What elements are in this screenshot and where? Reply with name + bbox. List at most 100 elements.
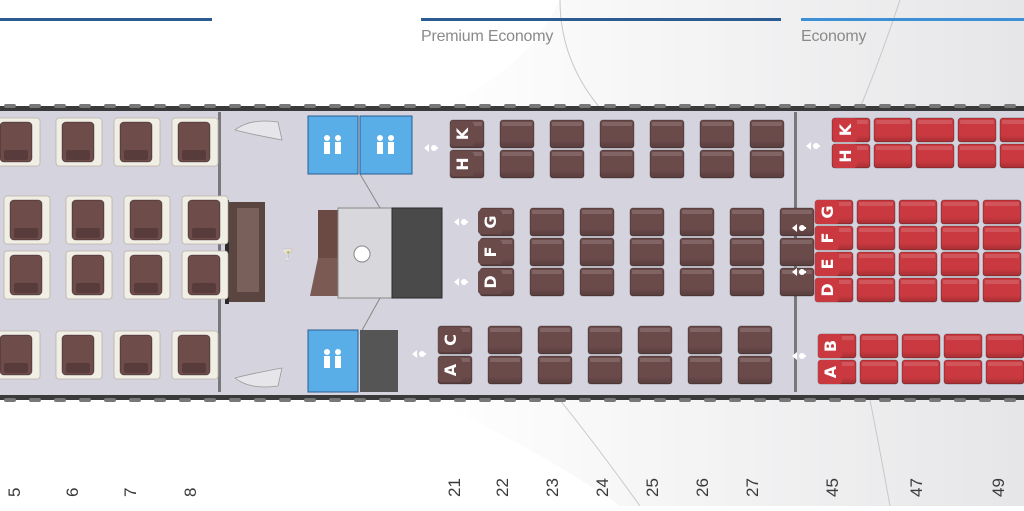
economy-seat[interactable] xyxy=(985,359,1024,385)
premium-seat[interactable] xyxy=(629,207,665,237)
premium-seat[interactable] xyxy=(779,267,815,297)
economy-seat[interactable] xyxy=(982,225,1022,251)
premium-seat[interactable] xyxy=(699,149,735,179)
business-pod[interactable] xyxy=(123,195,171,245)
business-pod[interactable] xyxy=(0,117,41,167)
economy-seat[interactable] xyxy=(873,143,913,169)
premium-seat[interactable] xyxy=(529,267,565,297)
economy-seat[interactable] xyxy=(982,277,1022,303)
cabin-label-economy: Economy xyxy=(801,28,867,45)
premium-seat[interactable] xyxy=(579,267,615,297)
premium-seat[interactable] xyxy=(729,267,765,297)
business-pod[interactable] xyxy=(113,117,161,167)
economy-seat[interactable] xyxy=(873,117,913,143)
premium-seat[interactable] xyxy=(687,325,723,355)
premium-seat[interactable] xyxy=(729,207,765,237)
business-pod[interactable] xyxy=(65,195,113,245)
economy-seat[interactable] xyxy=(859,359,899,385)
premium-seat[interactable] xyxy=(679,267,715,297)
premium-seat[interactable] xyxy=(779,237,815,267)
economy-seat[interactable] xyxy=(856,199,896,225)
business-pod[interactable] xyxy=(3,195,51,245)
premium-seat[interactable] xyxy=(699,119,735,149)
premium-seat[interactable] xyxy=(679,207,715,237)
business-pod[interactable] xyxy=(181,250,229,300)
economy-seat[interactable] xyxy=(982,251,1022,277)
economy-seat[interactable] xyxy=(999,117,1024,143)
economy-seat[interactable] xyxy=(915,143,955,169)
premium-seat[interactable] xyxy=(749,119,785,149)
economy-seat[interactable] xyxy=(957,117,997,143)
premium-seat[interactable] xyxy=(499,149,535,179)
premium-seat[interactable] xyxy=(587,355,623,385)
business-pod[interactable] xyxy=(171,330,219,380)
premium-seat[interactable] xyxy=(637,325,673,355)
economy-seat[interactable] xyxy=(940,251,980,277)
economy-seat[interactable] xyxy=(943,333,983,359)
business-pod[interactable] xyxy=(171,117,219,167)
premium-seat[interactable] xyxy=(487,325,523,355)
business-pod[interactable] xyxy=(123,250,171,300)
business-pod[interactable] xyxy=(113,330,161,380)
premium-seat[interactable] xyxy=(579,237,615,267)
premium-seat[interactable] xyxy=(499,119,535,149)
svg-text:H: H xyxy=(453,157,472,170)
lavatory-3[interactable] xyxy=(307,329,359,393)
premium-seat[interactable] xyxy=(687,355,723,385)
premium-seat[interactable] xyxy=(487,355,523,385)
premium-seat[interactable] xyxy=(737,355,773,385)
premium-seat[interactable] xyxy=(729,237,765,267)
window xyxy=(254,104,266,108)
business-pod[interactable] xyxy=(65,250,113,300)
premium-seat[interactable] xyxy=(529,207,565,237)
premium-seat[interactable] xyxy=(599,149,635,179)
economy-seat[interactable] xyxy=(901,333,941,359)
economy-seat[interactable] xyxy=(985,333,1024,359)
premium-seat[interactable] xyxy=(537,325,573,355)
premium-seat[interactable] xyxy=(599,119,635,149)
window xyxy=(1004,104,1016,108)
svg-text:A: A xyxy=(441,363,460,376)
lavatory-1[interactable] xyxy=(307,115,359,175)
economy-seat[interactable] xyxy=(982,199,1022,225)
economy-seat[interactable] xyxy=(898,277,938,303)
window xyxy=(504,398,516,402)
premium-seat[interactable] xyxy=(529,237,565,267)
economy-seat[interactable] xyxy=(901,359,941,385)
economy-seat[interactable] xyxy=(915,117,955,143)
economy-seat[interactable] xyxy=(940,277,980,303)
business-pod[interactable] xyxy=(55,117,103,167)
premium-seat[interactable] xyxy=(649,119,685,149)
economy-seat[interactable] xyxy=(943,359,983,385)
lavatory-2[interactable] xyxy=(359,115,413,175)
premium-seat[interactable] xyxy=(629,267,665,297)
business-pod[interactable] xyxy=(3,250,51,300)
economy-seat[interactable] xyxy=(940,199,980,225)
window xyxy=(354,398,366,402)
business-pod[interactable] xyxy=(0,330,41,380)
economy-seat[interactable] xyxy=(898,199,938,225)
premium-seat[interactable] xyxy=(587,325,623,355)
window xyxy=(404,398,416,402)
economy-seat[interactable] xyxy=(999,143,1024,169)
economy-seat[interactable] xyxy=(856,225,896,251)
premium-seat[interactable] xyxy=(637,355,673,385)
economy-seat[interactable] xyxy=(957,143,997,169)
business-pod[interactable] xyxy=(55,330,103,380)
economy-seat[interactable] xyxy=(856,251,896,277)
premium-seat[interactable] xyxy=(579,207,615,237)
premium-seat[interactable] xyxy=(679,237,715,267)
premium-seat[interactable] xyxy=(649,149,685,179)
economy-seat[interactable] xyxy=(898,225,938,251)
economy-seat[interactable] xyxy=(940,225,980,251)
premium-seat[interactable] xyxy=(549,119,585,149)
economy-seat[interactable] xyxy=(898,251,938,277)
premium-seat[interactable] xyxy=(549,149,585,179)
premium-seat[interactable] xyxy=(749,149,785,179)
premium-seat[interactable] xyxy=(537,355,573,385)
economy-seat[interactable] xyxy=(856,277,896,303)
business-pod[interactable] xyxy=(181,195,229,245)
premium-seat[interactable] xyxy=(629,237,665,267)
economy-seat[interactable] xyxy=(859,333,899,359)
premium-seat[interactable] xyxy=(737,325,773,355)
